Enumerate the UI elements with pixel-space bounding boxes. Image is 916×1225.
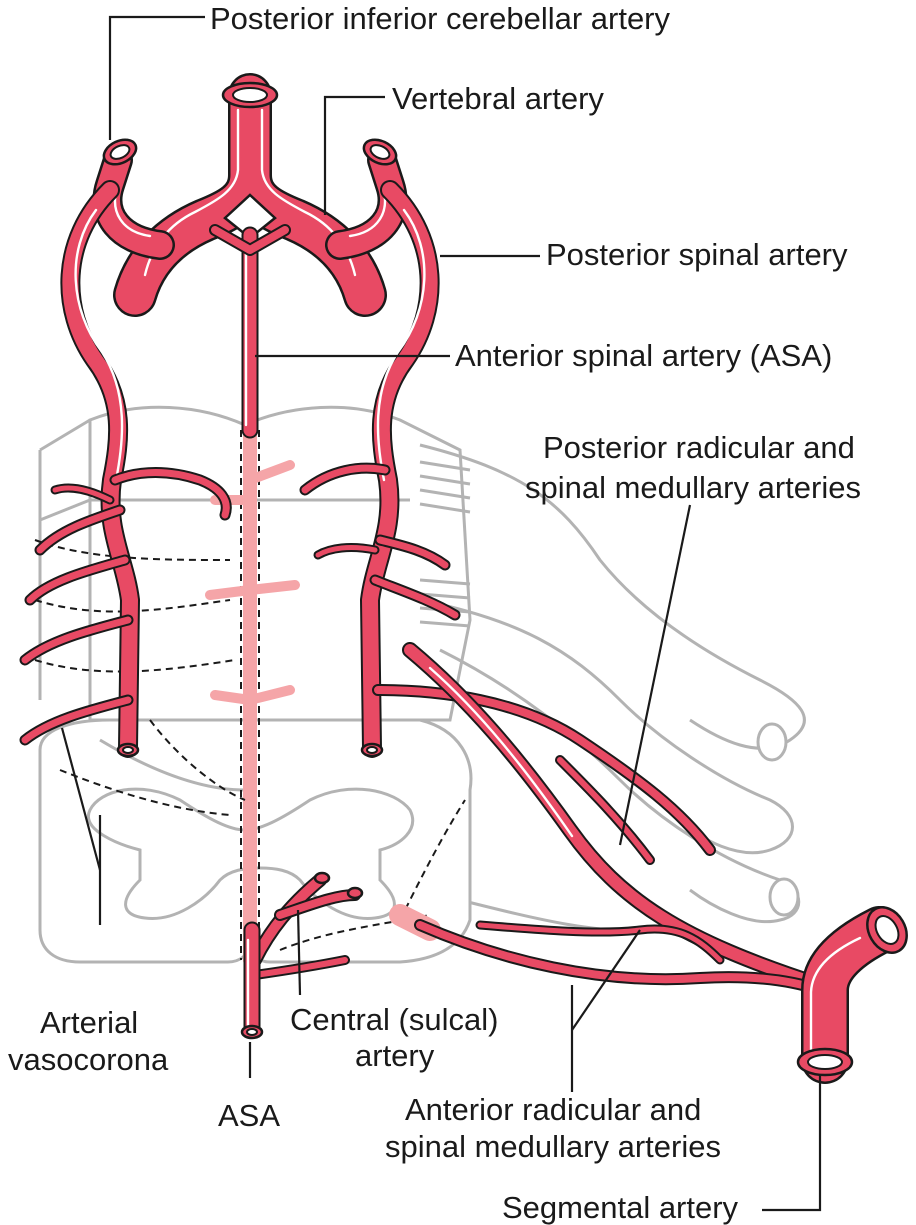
leader-posterior-radicular: [618, 504, 692, 846]
label-central-sulcal-line2: artery: [355, 1038, 435, 1073]
arterial-vasocorona-branches: [19, 467, 232, 746]
leader-anterior-radicular-2: [571, 929, 641, 1031]
dorsal-rootlets: [419, 460, 471, 628]
label-posterior-radicular-line1: Posterior radicular and: [543, 430, 855, 465]
nerve-stump-upper: [756, 722, 788, 762]
anterior-radicular-arteries: [402, 642, 828, 996]
upper-cord-segment: [88, 405, 472, 722]
anterior-spinal-artery: [209, 224, 291, 439]
label-vasocorona-line2: vasocorona: [8, 1042, 169, 1077]
label-anterior-spinal: Anterior spinal artery (ASA): [455, 338, 832, 373]
label-central-sulcal-line1: Central (sulcal): [290, 1002, 498, 1037]
labels: Posterior inferior cerebellar artery Ver…: [8, 1, 861, 1225]
dorsal-root-middle: [419, 598, 794, 855]
nerve-stump-lower: [768, 877, 800, 917]
asa-lower-segment: [240, 921, 264, 1040]
right-posterior-branches: [299, 462, 461, 621]
asa-sulcal-branches: [205, 460, 300, 705]
upper-cord-left-edge: [38, 418, 91, 700]
leader-vertebral: [323, 95, 385, 215]
leader-lines: [60, 15, 822, 1212]
label-posterior-spinal: Posterior spinal artery: [546, 237, 848, 272]
label-asa: ASA: [218, 1098, 280, 1133]
upper-cord-ridge: [39, 498, 410, 522]
label-vasocorona-line1: Arterial: [40, 1005, 138, 1040]
vasocorona-arc-1: [34, 539, 231, 561]
label-vertebral: Vertebral artery: [392, 81, 604, 116]
label-segmental: Segmental artery: [502, 1190, 739, 1225]
posterior-spinal-arteries: [60, 180, 440, 758]
label-pica: Posterior inferior cerebellar artery: [210, 1, 671, 36]
vertebral-artery: [113, 73, 387, 317]
leader-pica: [108, 15, 205, 140]
segmental-artery: [796, 906, 908, 1084]
label-anterior-radicular-line1: Anterior radicular and: [405, 1092, 701, 1127]
label-anterior-radicular-line2: spinal medullary arteries: [385, 1129, 721, 1164]
label-posterior-radicular-line2: spinal medullary arteries: [525, 470, 861, 505]
posterior-radicular-arteries: [372, 684, 716, 865]
leader-vasocorona-2: [60, 727, 102, 871]
leader-segmental: [762, 1075, 822, 1212]
vasocorona-arc-4: [59, 769, 231, 816]
arteries: [19, 73, 908, 1084]
leader-central-sulcal: [296, 909, 302, 996]
vasocorona-arc-5: [149, 719, 246, 801]
